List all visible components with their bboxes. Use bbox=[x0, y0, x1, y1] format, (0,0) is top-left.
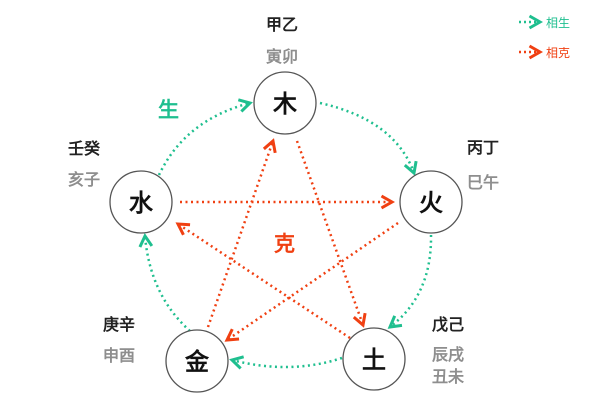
arrow-earth-to-water bbox=[175, 222, 351, 340]
metal-branches: 申酉 bbox=[103, 346, 135, 365]
arrow-metal-to-wood bbox=[206, 138, 277, 328]
earth-label: 土 bbox=[362, 346, 386, 374]
fire-branches: 巳午 bbox=[467, 173, 499, 192]
node-fire: 丙丁 巳午 火 bbox=[399, 138, 499, 234]
controlling-label: 克 bbox=[274, 232, 295, 256]
water-stems: 壬癸 bbox=[68, 139, 101, 158]
arrow-wood-to-fire bbox=[319, 101, 418, 176]
earth-branches-2: 丑未 bbox=[432, 367, 464, 386]
fire-stems: 丙丁 bbox=[467, 138, 499, 157]
wood-label: 木 bbox=[272, 90, 298, 118]
metal-stems: 庚辛 bbox=[103, 315, 135, 334]
earth-circle bbox=[342, 327, 406, 391]
generating-label: 生 bbox=[158, 98, 179, 122]
wood-branches: 寅卯 bbox=[266, 47, 298, 66]
earth-branches-1: 辰戌 bbox=[432, 345, 464, 364]
arrow-water-to-wood bbox=[157, 98, 253, 176]
water-branches: 亥子 bbox=[68, 170, 100, 189]
arrow-earth-to-metal bbox=[229, 355, 343, 370]
earth-stems: 戊己 bbox=[432, 315, 464, 334]
arrow-wood-to-earth bbox=[295, 140, 367, 328]
arrow-fire-to-earth bbox=[387, 234, 433, 329]
arrow-metal-to-water bbox=[138, 232, 191, 332]
wood-stems: 甲乙 bbox=[266, 15, 298, 34]
legend-controlling: 相克 bbox=[519, 44, 570, 60]
legend-generating-label: 相生 bbox=[546, 16, 570, 30]
legend-generating: 相生 bbox=[519, 14, 570, 30]
node-metal: 庚辛 申酉 金 bbox=[103, 315, 229, 393]
metal-circle bbox=[165, 329, 229, 393]
node-wood: 甲乙 寅卯 木 bbox=[253, 15, 317, 135]
node-earth: 戊己 辰戌 丑未 土 bbox=[342, 315, 464, 391]
arrow-fire-to-metal bbox=[224, 221, 399, 342]
controlling-cycle bbox=[175, 138, 399, 342]
fire-label: 火 bbox=[419, 189, 443, 217]
generating-cycle bbox=[138, 98, 433, 370]
node-water: 壬癸 亥子 水 bbox=[68, 139, 173, 234]
water-circle bbox=[109, 170, 173, 234]
legend: 相生 相克 bbox=[519, 14, 570, 60]
legend-controlling-label: 相克 bbox=[546, 46, 570, 60]
wood-circle bbox=[253, 71, 317, 135]
fire-circle bbox=[399, 170, 463, 234]
metal-label: 金 bbox=[184, 348, 210, 376]
water-label: 水 bbox=[129, 189, 154, 217]
